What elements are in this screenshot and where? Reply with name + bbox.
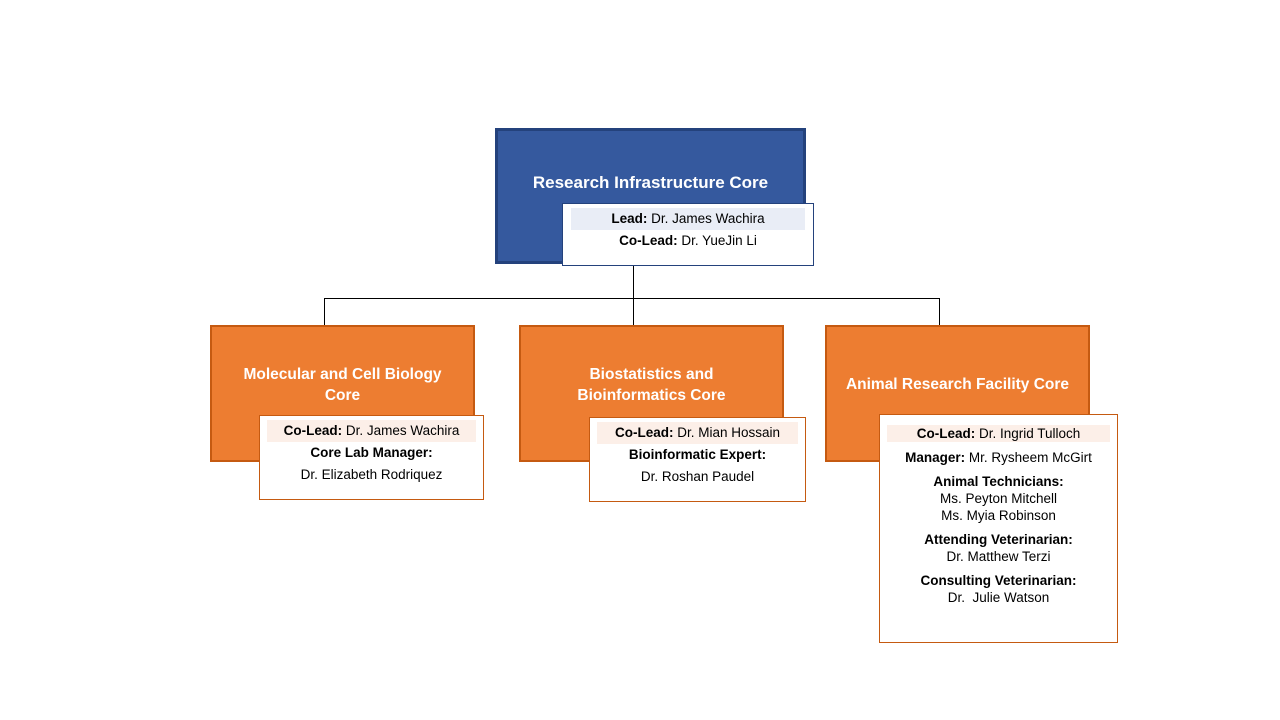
connector-horizontal-bar xyxy=(324,298,940,299)
member-line: Dr. Julie Watson xyxy=(884,589,1113,606)
person-name: Mr. Rysheem McGirt xyxy=(968,450,1092,465)
person-name: Dr. Roshan Paudel xyxy=(640,469,755,484)
member-line: Attending Veterinarian: xyxy=(884,531,1113,548)
person-name: Dr. Julie Watson xyxy=(947,590,1050,605)
person-name: Dr. James Wachira xyxy=(651,211,765,226)
box-biostatistics-core-title: Biostatistics and Bioinformatics Core xyxy=(577,366,726,404)
box-molecular-core-title: Molecular and Cell Biology Core xyxy=(243,366,442,404)
detail-biostatistics-core: Co-Lead:Dr. Mian Hossain Bioinformatic E… xyxy=(589,417,806,502)
connector-branch-molecular xyxy=(324,298,325,325)
member-line: Co-Lead:Dr. Ingrid Tulloch xyxy=(887,425,1110,442)
member-line: Lead:Dr. James Wachira xyxy=(571,208,805,230)
person-name: Dr. James Wachira xyxy=(345,423,460,438)
person-name: Dr. Ingrid Tulloch xyxy=(978,426,1081,441)
member-line: Consulting Veterinarian: xyxy=(884,572,1113,589)
person-name: Dr. YueJin Li xyxy=(681,233,757,248)
member-line: Dr. Roshan Paudel xyxy=(594,466,801,488)
member-line: Animal Technicians: xyxy=(884,473,1113,490)
person-name: Dr. Elizabeth Rodriquez xyxy=(300,467,443,482)
member-line: Co-Lead:Dr. Mian Hossain xyxy=(597,422,798,444)
role-label: Co-Lead: xyxy=(916,426,976,441)
member-line: Co-Lead:Dr. James Wachira xyxy=(267,420,476,442)
member-line: Dr. Matthew Terzi xyxy=(884,548,1113,565)
role-label: Attending Veterinarian: xyxy=(924,532,1073,547)
role-label: Consulting Veterinarian: xyxy=(920,573,1077,588)
person-name: Ms. Peyton Mitchell xyxy=(939,491,1058,506)
role-label: Core Lab Manager: xyxy=(310,445,433,460)
connector-root-stem xyxy=(633,256,634,298)
person-name: Ms. Myia Robinson xyxy=(941,508,1056,523)
role-label: Co-Lead: xyxy=(614,425,674,440)
member-line: Core Lab Manager: xyxy=(264,442,479,464)
box-animal-core-title: Animal Research Facility Core xyxy=(845,376,1070,394)
root-box-title: Research Infrastructure Core xyxy=(532,173,769,193)
member-line: Co-Lead:Dr. YueJin Li xyxy=(567,230,809,252)
member-line: Dr. Elizabeth Rodriquez xyxy=(264,464,479,486)
role-label: Manager: xyxy=(905,450,966,465)
member-line: Manager:Mr. Rysheem McGirt xyxy=(884,449,1113,466)
role-label: Co-Lead: xyxy=(283,423,343,438)
detail-molecular-core: Co-Lead:Dr. James Wachira Core Lab Manag… xyxy=(259,415,484,500)
role-label: Lead: xyxy=(611,211,648,226)
member-line: Bioinformatic Expert: xyxy=(594,444,801,466)
person-name: Dr. Mian Hossain xyxy=(677,425,781,440)
connector-branch-biostatistics xyxy=(633,298,634,325)
role-label: Co-Lead: xyxy=(619,233,678,248)
root-detail-box: Lead:Dr. James Wachira Co-Lead:Dr. YueJi… xyxy=(562,203,814,266)
role-label: Bioinformatic Expert: xyxy=(628,447,767,462)
member-line: Ms. Peyton Mitchell xyxy=(884,490,1113,507)
connector-branch-animal xyxy=(939,298,940,325)
person-name: Dr. Matthew Terzi xyxy=(946,549,1051,564)
member-line: Ms. Myia Robinson xyxy=(884,507,1113,524)
role-label: Animal Technicians: xyxy=(933,474,1064,489)
detail-animal-core: Co-Lead:Dr. Ingrid Tulloch Manager:Mr. R… xyxy=(879,414,1118,643)
